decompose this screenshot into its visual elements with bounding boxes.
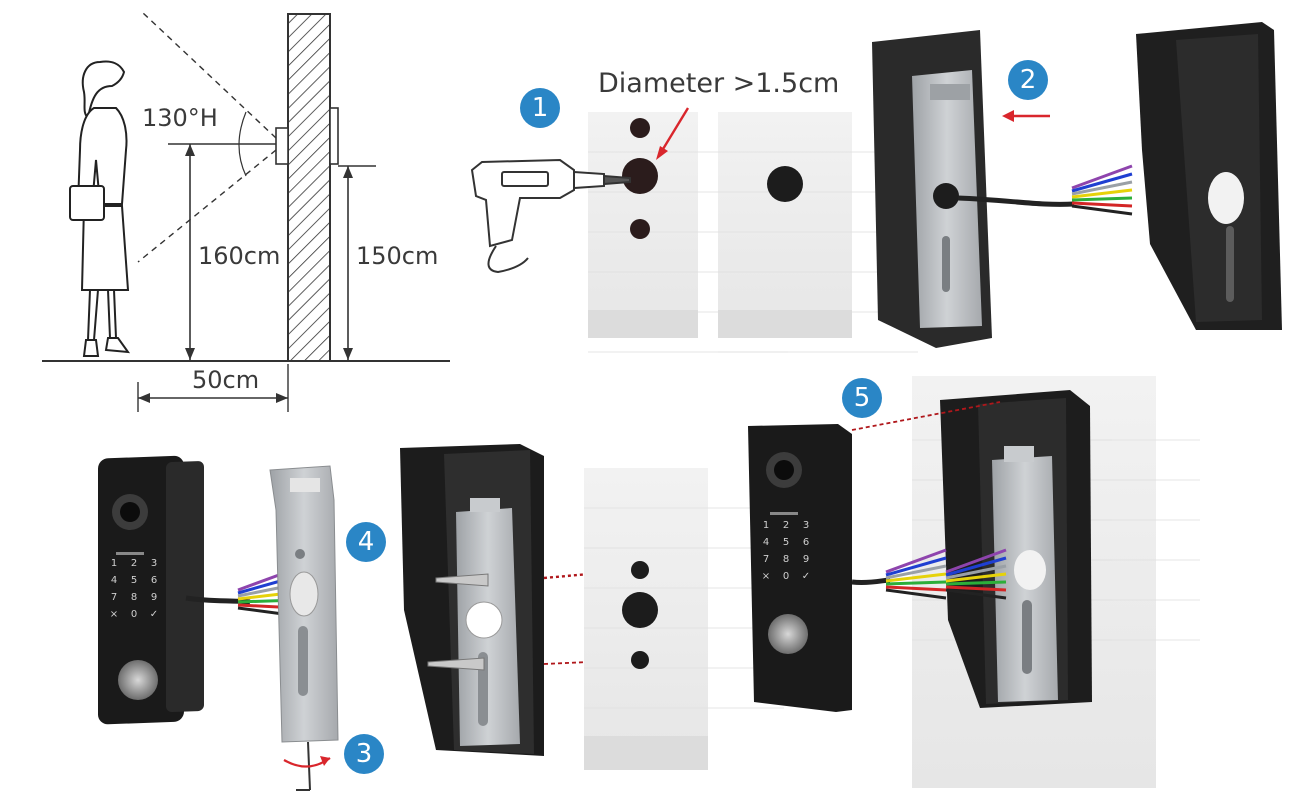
screw-hole-bottom (630, 219, 650, 239)
key-4: 4 (762, 537, 770, 548)
key-2: 2 (782, 520, 790, 531)
step-badge-4: 4 (346, 522, 386, 562)
key-2: 2 (130, 558, 138, 569)
key-1: 1 (110, 558, 118, 569)
key-check: ✓ (149, 609, 159, 620)
key-5: 5 (130, 575, 138, 586)
key-6: 6 (802, 537, 810, 548)
device-height-label: 150cm (356, 242, 439, 270)
key-check: ✓ (801, 571, 811, 582)
height-guide (42, 11, 450, 412)
step5-final (748, 376, 1201, 788)
cable-hole-large (767, 166, 803, 202)
key-3: 3 (150, 558, 158, 569)
distance-label: 50cm (192, 366, 260, 394)
key-x: × (761, 571, 771, 582)
step-badge-3: 3 (344, 734, 384, 774)
step2-backplate (872, 22, 1282, 348)
key-9: 9 (150, 592, 158, 603)
step3-4-assembly (98, 455, 339, 791)
key-7: 7 (110, 592, 118, 603)
person-outline (69, 60, 131, 357)
key-7: 7 (762, 554, 770, 565)
camera-side-view (275, 127, 289, 165)
step1-drilling (470, 107, 919, 353)
screw-bottom (427, 657, 485, 671)
key-1: 1 (762, 520, 770, 531)
step-badge-5: 5 (842, 378, 882, 418)
keypad-right: 1 2 3 4 5 6 7 8 9 × 0 ✓ (756, 520, 816, 582)
angle-label: 130°H (142, 104, 218, 132)
key-6: 6 (150, 575, 158, 586)
housing-with-screws (400, 444, 785, 770)
wall-tile-hole (718, 112, 852, 338)
step-badge-2: 2 (1008, 60, 1048, 100)
key-3: 3 (802, 520, 810, 531)
key-0: 0 (130, 609, 138, 620)
screw-top (435, 573, 489, 587)
key-0: 0 (782, 571, 790, 582)
key-8: 8 (130, 592, 138, 603)
keypad-left: 1 2 3 4 5 6 7 8 9 × 0 ✓ (104, 558, 164, 620)
key-8: 8 (782, 554, 790, 565)
key-x: × (109, 609, 119, 620)
cable-hole (622, 158, 658, 194)
wall-section (287, 13, 331, 362)
screw-hole-top (630, 118, 650, 138)
person-height-label: 160cm (198, 242, 281, 270)
indoor-device-side-view (329, 107, 339, 165)
key-9: 9 (802, 554, 810, 565)
drill-icon (470, 158, 631, 274)
call-button (118, 660, 158, 700)
step-badge-1: 1 (520, 88, 560, 128)
key-4: 4 (110, 575, 118, 586)
diameter-label: Diameter >1.5cm (598, 68, 840, 99)
key-5: 5 (782, 537, 790, 548)
